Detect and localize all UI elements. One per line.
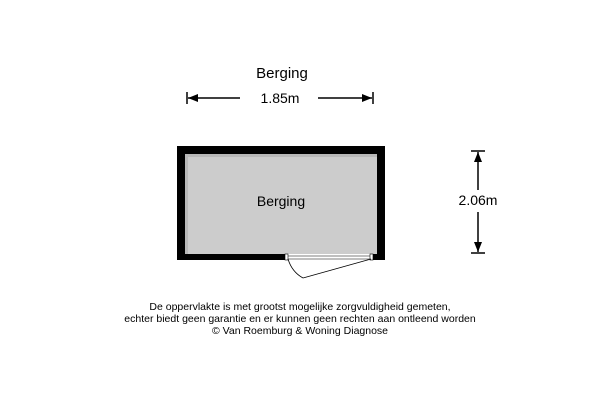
room-berging [177,146,385,260]
width-dimension [186,92,374,104]
door-swing-arc [287,258,304,279]
door [284,253,374,279]
plan-title: Berging [256,65,308,82]
disclaimer-line-2: echter biedt geen garantie en er kunnen … [124,313,476,325]
door-leaf [302,258,372,279]
height-label: 2.06m [458,192,498,208]
copyright: © Van Roemburg & Woning Diagnose [211,325,389,337]
disclaimer-line-1: De oppervlakte is met grootst mogelijke … [149,301,451,313]
disclaimer: De oppervlakte is met grootst mogelijke … [0,301,600,337]
room-label: Berging [256,193,306,209]
width-label: 1.85m [260,90,300,106]
height-dimension [471,150,485,254]
floor [185,154,377,254]
